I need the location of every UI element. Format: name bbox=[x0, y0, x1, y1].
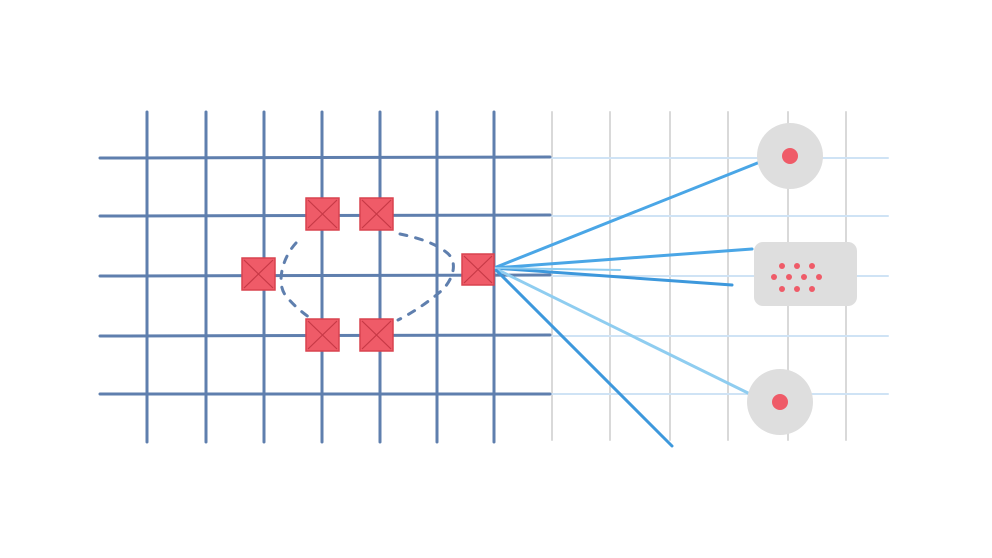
dashed-loop-left-arc bbox=[279, 241, 312, 320]
marker-left bbox=[241, 257, 276, 291]
ray-6 bbox=[493, 267, 621, 271]
marker-top-right bbox=[359, 197, 394, 231]
circle-node-top bbox=[757, 123, 823, 189]
rect-node-dots bbox=[754, 242, 857, 306]
ray-4 bbox=[492, 266, 752, 396]
target-nodes bbox=[747, 123, 857, 435]
marker-right-source bbox=[461, 253, 495, 286]
marker-top-left bbox=[305, 197, 340, 231]
rect-node-body bbox=[754, 242, 857, 306]
dashed-loop-right-arc bbox=[396, 232, 455, 322]
circle-node-bottom-dot bbox=[772, 394, 788, 410]
ray-1 bbox=[492, 160, 762, 270]
dark-grid-line bbox=[98, 155, 552, 160]
rect-node-dot-pattern bbox=[771, 263, 822, 292]
marker-bottom-right bbox=[359, 318, 394, 352]
ray-fan bbox=[492, 160, 762, 448]
circle-node-top-dot bbox=[782, 148, 798, 164]
ray-5 bbox=[492, 266, 674, 448]
dashed-loop bbox=[279, 232, 455, 322]
ray-3 bbox=[492, 266, 734, 287]
circle-node-bottom bbox=[747, 369, 813, 435]
markers bbox=[241, 197, 495, 352]
marker-bottom-left bbox=[305, 318, 340, 352]
ray-2 bbox=[492, 247, 754, 270]
